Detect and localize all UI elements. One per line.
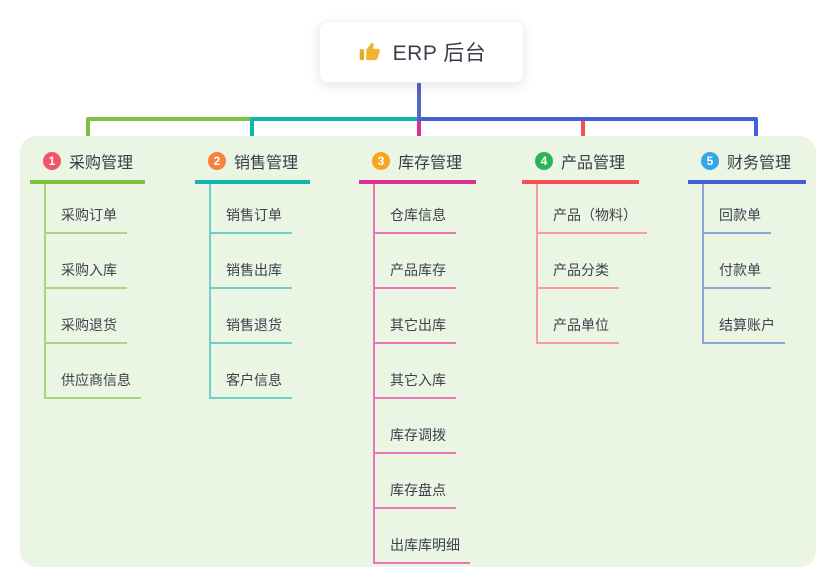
- branch-heading[interactable]: 2 销售管理: [195, 149, 310, 184]
- mindmap-panel: 1 采购管理 采购订单采购入库采购退货供应商信息 2 销售管理 销售订单销售出库…: [20, 136, 816, 567]
- branch-heading[interactable]: 1 采购管理: [30, 149, 145, 184]
- branch-children: 产品（物料） 产品分类产品单位: [536, 184, 647, 344]
- child-node: 客户信息: [211, 344, 292, 399]
- child-node-label[interactable]: 供应商信息: [46, 370, 141, 399]
- branch-label: 财务管理: [727, 155, 792, 172]
- child-node: 供应商信息: [46, 344, 141, 399]
- branch-heading[interactable]: 4 产品管理: [522, 149, 639, 184]
- child-node-label[interactable]: 库存盘点: [375, 480, 456, 509]
- branch-label: 库存管理: [398, 155, 463, 172]
- child-node: 库存盘点: [375, 454, 470, 509]
- child-node-label[interactable]: 采购订单: [46, 205, 127, 234]
- branch-column-purchase: 1 采购管理 采购订单采购入库采购退货供应商信息: [30, 149, 145, 399]
- child-node-label[interactable]: 回款单: [704, 205, 771, 234]
- child-node-label[interactable]: 产品分类: [538, 260, 619, 289]
- child-node: 回款单: [704, 184, 785, 234]
- child-node: 库存调拨: [375, 399, 470, 454]
- branch-number-badge: 4: [535, 152, 553, 170]
- child-node-label[interactable]: 采购退货: [46, 315, 127, 344]
- child-node: 销售退货: [211, 289, 292, 344]
- branch-number-badge: 3: [372, 152, 390, 170]
- child-node-label[interactable]: 销售退货: [211, 315, 292, 344]
- child-node-label[interactable]: 库存调拨: [375, 425, 456, 454]
- branch-number-badge: 5: [701, 152, 719, 170]
- child-node: 其它出库: [375, 289, 470, 344]
- child-node-label[interactable]: 其它出库: [375, 315, 456, 344]
- branch-column-product: 4 产品管理 产品（物料） 产品分类产品单位: [522, 149, 647, 344]
- root-title: ERP 后台: [392, 42, 487, 65]
- child-node: 仓库信息: [375, 184, 470, 234]
- branch-children: 回款单付款单结算账户: [702, 184, 785, 344]
- child-node: 付款单: [704, 234, 785, 289]
- child-node: 销售订单: [211, 184, 292, 234]
- child-node: 采购入库: [46, 234, 141, 289]
- child-node: 其它入库: [375, 344, 470, 399]
- child-node-label[interactable]: 出库库明细: [375, 535, 470, 564]
- branch-number-badge: 2: [208, 152, 226, 170]
- branch-children: 采购订单采购入库采购退货供应商信息: [44, 184, 141, 399]
- child-node: 结算账户: [704, 289, 785, 344]
- branch-heading[interactable]: 5 财务管理: [688, 149, 806, 184]
- branch-heading[interactable]: 3 库存管理: [359, 149, 476, 184]
- branch-label: 产品管理: [561, 155, 626, 172]
- child-node-label[interactable]: 产品库存: [375, 260, 456, 289]
- child-node-label[interactable]: 结算账户: [704, 315, 785, 344]
- child-node: 产品单位: [538, 289, 647, 344]
- child-node-label[interactable]: 产品单位: [538, 315, 619, 344]
- child-node-label[interactable]: 产品（物料）: [538, 205, 647, 234]
- child-node: 出库库明细: [375, 509, 470, 564]
- child-node: 销售出库: [211, 234, 292, 289]
- child-node: 采购退货: [46, 289, 141, 344]
- child-node: 采购订单: [46, 184, 141, 234]
- child-node-label[interactable]: 其它入库: [375, 370, 456, 399]
- branch-column-sales: 2 销售管理 销售订单销售出库销售退货客户信息: [195, 149, 310, 399]
- branch-children: 仓库信息产品库存其它出库其它入库库存调拨库存盘点出库库明细: [373, 184, 470, 564]
- child-node-label[interactable]: 销售出库: [211, 260, 292, 289]
- root-node[interactable]: ERP 后台: [319, 21, 524, 83]
- branch-label: 采购管理: [69, 155, 134, 172]
- child-node-label[interactable]: 客户信息: [211, 370, 292, 399]
- branch-column-finance: 5 财务管理 回款单付款单结算账户: [688, 149, 806, 344]
- branch-number-badge: 1: [43, 152, 61, 170]
- child-node-label[interactable]: 销售订单: [211, 205, 292, 234]
- child-node: 产品分类: [538, 234, 647, 289]
- child-node: 产品（物料）: [538, 184, 647, 234]
- branch-column-inventory: 3 库存管理 仓库信息产品库存其它出库其它入库库存调拨库存盘点出库库明细: [359, 149, 476, 564]
- branch-label: 销售管理: [234, 155, 299, 172]
- child-node-label[interactable]: 付款单: [704, 260, 771, 289]
- branch-children: 销售订单销售出库销售退货客户信息: [209, 184, 292, 399]
- child-node-label[interactable]: 仓库信息: [375, 205, 456, 234]
- child-node-label[interactable]: 采购入库: [46, 260, 127, 289]
- thumbs-up-icon: [359, 43, 380, 61]
- child-node: 产品库存: [375, 234, 470, 289]
